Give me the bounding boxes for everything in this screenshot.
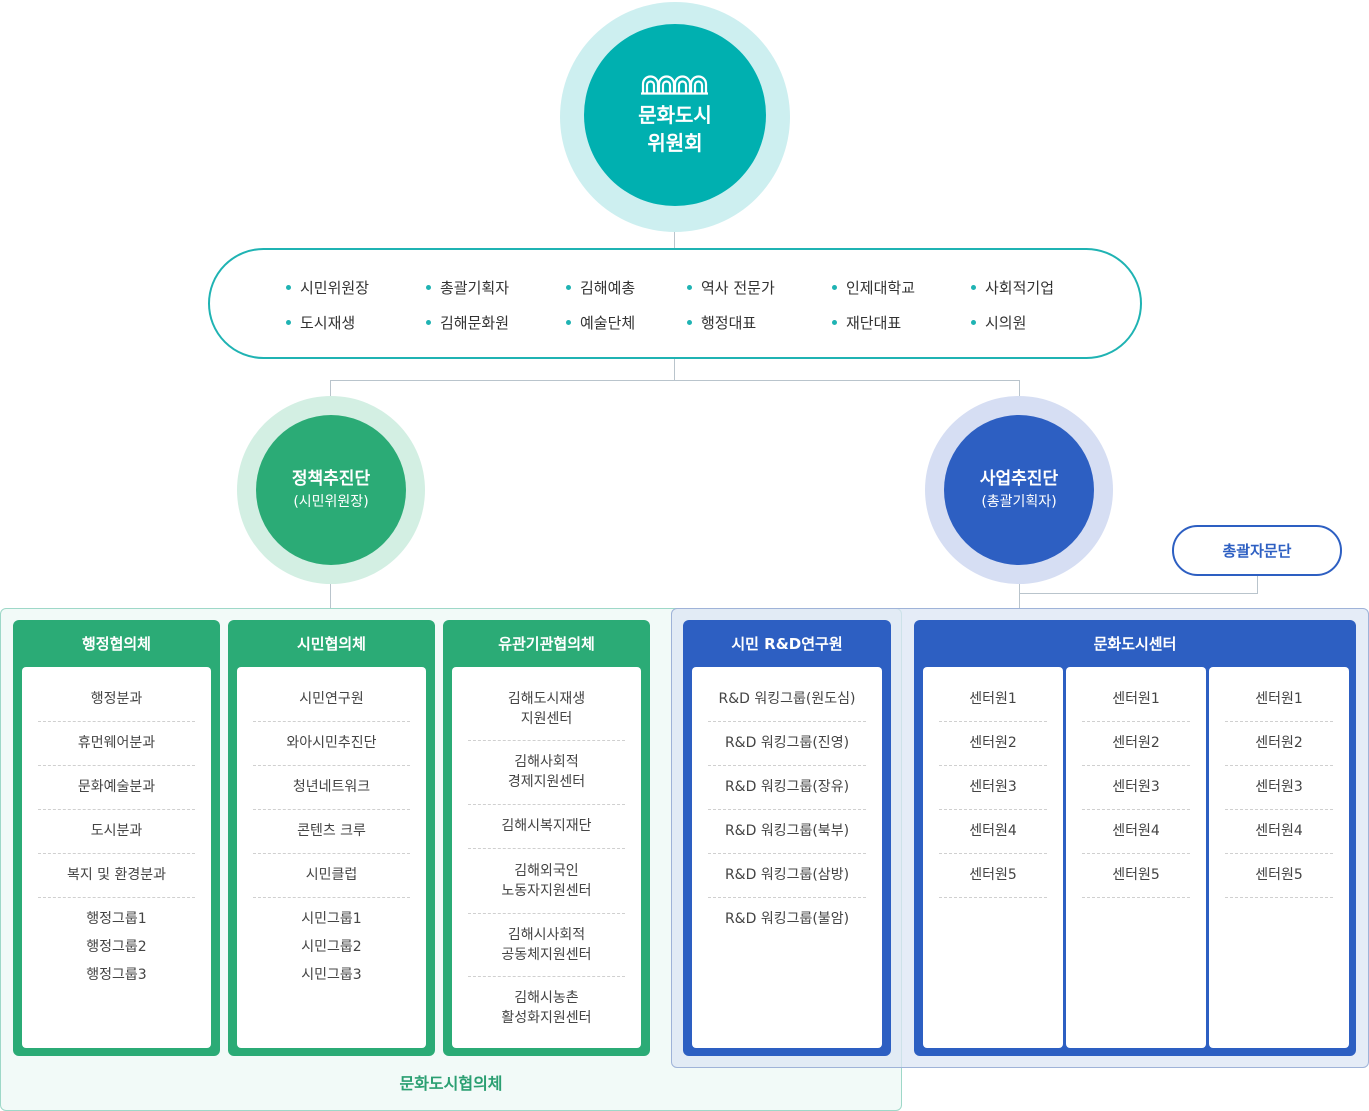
- admin-council-list: 행정분과 휴먼웨어분과 문화예술분과 도시분과 복지 및 환경분과 행정그룹1 …: [22, 667, 211, 1048]
- citizen-council-title: 시민협의체: [296, 634, 366, 653]
- rnd-institute-list: R&D 워킹그룹(원도심) R&D 워킹그룹(진영) R&D 워킹그룹(장유) …: [692, 667, 882, 1048]
- group-item: 시민그룹3: [301, 967, 362, 983]
- list-item: R&D 워킹그룹(삼방): [708, 853, 866, 898]
- list-item: 센터원4: [1082, 809, 1190, 854]
- member-item: 예술단체: [566, 312, 635, 333]
- list-item: 시민클럽: [253, 853, 410, 898]
- list-item: 김해사회적 경제지원센터: [468, 740, 625, 805]
- list-item: R&D 워킹그룹(북부): [708, 809, 866, 854]
- list-item: 와아시민추진단: [253, 721, 410, 766]
- member-item: 도시재생: [286, 312, 355, 333]
- arches-logo-icon: [641, 75, 708, 95]
- group-item: 시민그룹1: [301, 911, 362, 927]
- list-item: 도시분과: [38, 809, 195, 854]
- business-team-node: 사업추진단 (총괄기획자): [944, 415, 1094, 565]
- group-item: 행정그룹3: [86, 967, 147, 983]
- list-item: 김해시사회적 공동체지원센터: [468, 913, 625, 977]
- list-item: 센터원3: [1225, 765, 1333, 810]
- policy-team-node: 정책추진단 (시민위원장): [256, 415, 406, 565]
- advisory-group-box: 총괄자문단: [1172, 525, 1342, 576]
- list-item: 센터원1: [1225, 677, 1333, 722]
- list-item: R&D 워킹그룹(장유): [708, 765, 866, 810]
- admin-council-panel: 행정협의체 행정분과 휴먼웨어분과 문화예술분과 도시분과 복지 및 환경분과 …: [13, 620, 220, 1056]
- list-item: 센터원3: [1082, 765, 1190, 810]
- list-item: 센터원1: [1082, 677, 1190, 722]
- business-team-title: 사업추진단: [979, 469, 1059, 489]
- center-column-2: 센터원1 센터원2 센터원3 센터원4 센터원5: [1066, 667, 1206, 1048]
- list-item: 센터원5: [1225, 853, 1333, 898]
- list-item: 행정분과: [38, 677, 195, 722]
- business-team-subtitle: (총괄기획자): [981, 494, 1057, 510]
- member-item: 재단대표: [832, 312, 901, 333]
- list-item: 센터원2: [939, 721, 1047, 766]
- council-label: 문화도시협의체: [399, 1074, 503, 1093]
- culture-center-panel: 문화도시센터 센터원1 센터원2 센터원3 센터원4 센터원5 센터원1 센터원…: [914, 620, 1356, 1056]
- member-item: 행정대표: [687, 312, 756, 333]
- list-item: 김해시복지재단: [468, 804, 625, 849]
- list-item: R&D 워킹그룹(진영): [708, 721, 866, 766]
- list-item: 센터원5: [1082, 853, 1190, 898]
- agency-council-panel: 유관기관협의체 김해도시재생 지원센터 김해사회적 경제지원센터 김해시복지재단…: [443, 620, 650, 1056]
- admin-council-title: 행정협의체: [81, 634, 151, 653]
- list-item: R&D 워킹그룹(불암): [724, 911, 850, 927]
- list-item: 콘텐츠 크루: [253, 809, 410, 854]
- group-item: 행정그룹1: [86, 911, 147, 927]
- member-item: 인제대학교: [832, 277, 915, 298]
- member-item: 사회적기업: [971, 277, 1054, 298]
- member-item: 역사 전문가: [687, 277, 775, 298]
- center-column-3: 센터원1 센터원2 센터원3 센터원4 센터원5: [1209, 667, 1349, 1048]
- policy-team-title: 정책추진단: [291, 469, 371, 489]
- list-item: 센터원3: [939, 765, 1047, 810]
- list-item: 센터원4: [1225, 809, 1333, 854]
- member-item: 김해예총: [566, 277, 635, 298]
- committee-node: 문화도시 위원회: [584, 24, 766, 206]
- list-item: 복지 및 환경분과: [38, 853, 195, 898]
- committee-members-box: 시민위원장 총괄기획자 김해예총 역사 전문가 인제대학교 사회적기업 도시재생…: [208, 248, 1142, 359]
- list-item: 김해도시재생 지원센터: [468, 677, 625, 741]
- committee-title: 문화도시 위원회: [638, 103, 712, 155]
- list-item: 김해시농촌 활성화지원센터: [501, 990, 592, 1026]
- list-item: 김해외국인 노동자지원센터: [468, 848, 625, 914]
- list-item: 센터원5: [939, 853, 1047, 898]
- member-item: 시의원: [971, 312, 1026, 333]
- member-item: 총괄기획자: [426, 277, 509, 298]
- center-column-1: 센터원1 센터원2 센터원3 센터원4 센터원5: [923, 667, 1063, 1048]
- member-item: 시민위원장: [286, 277, 369, 298]
- list-item: 시민연구원: [253, 677, 410, 722]
- culture-center-title: 문화도시센터: [1093, 634, 1177, 653]
- rnd-institute-title: 시민 R&D연구원: [731, 634, 843, 653]
- list-item: 청년네트워크: [253, 765, 410, 810]
- group-item: 시민그룹2: [301, 939, 362, 955]
- agency-council-list: 김해도시재생 지원센터 김해사회적 경제지원센터 김해시복지재단 김해외국인 노…: [452, 667, 641, 1048]
- policy-team-subtitle: (시민위원장): [293, 494, 369, 510]
- member-item: 김해문화원: [426, 312, 509, 333]
- list-item: 센터원1: [939, 677, 1047, 722]
- list-item: 센터원2: [1082, 721, 1190, 766]
- agency-council-title: 유관기관협의체: [498, 634, 595, 653]
- list-item: 센터원2: [1225, 721, 1333, 766]
- citizen-council-panel: 시민협의체 시민연구원 와아시민추진단 청년네트워크 콘텐츠 크루 시민클럽 시…: [228, 620, 435, 1056]
- list-item: R&D 워킹그룹(원도심): [708, 677, 866, 722]
- list-item: 문화예술분과: [38, 765, 195, 810]
- group-item: 행정그룹2: [86, 939, 147, 955]
- citizen-council-list: 시민연구원 와아시민추진단 청년네트워크 콘텐츠 크루 시민클럽 시민그룹1 시…: [237, 667, 426, 1048]
- rnd-institute-panel: 시민 R&D연구원 R&D 워킹그룹(원도심) R&D 워킹그룹(진영) R&D…: [683, 620, 891, 1056]
- list-item: 휴먼웨어분과: [38, 721, 195, 766]
- list-item: 센터원4: [939, 809, 1047, 854]
